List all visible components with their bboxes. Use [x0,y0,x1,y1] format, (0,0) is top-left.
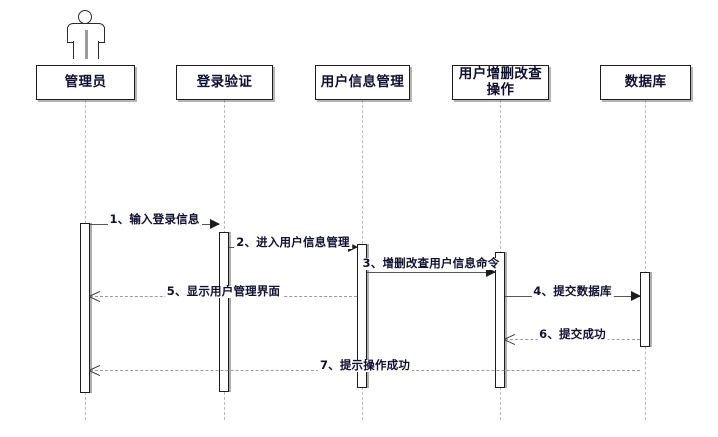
activation-bar-db [640,272,650,347]
participant-label-login: 登录验证 [196,73,253,90]
message-label-1: 1、输入登录信息 [107,212,202,226]
participant-label-crud: 用户增删改查操作 [458,65,543,98]
message-label-4: 4、提交数据库 [531,284,614,298]
actor-head-icon [78,10,92,24]
arrowhead-open-icon [89,291,100,302]
actor-left-arm-icon [67,27,75,43]
activation-bar-userinfo [357,244,367,388]
message-line-3 [367,272,495,273]
participant-box-login[interactable]: 登录验证 [176,65,273,100]
message-label-7: 7、提示操作成功 [317,358,413,372]
participant-box-crud[interactable]: 用户增删改查操作 [452,65,549,100]
actor-leg-divider-icon [85,30,88,59]
activation-bar-admin [80,223,90,393]
activation-bar-crud [495,252,505,388]
arrowhead-filled-icon [486,267,496,277]
administrator-actor-icon [64,8,108,60]
participant-box-userinfo[interactable]: 用户信息管理 [315,65,410,100]
message-label-3: 3、增删改查用户信息命令 [360,256,502,270]
lifeline-db [644,100,646,420]
participant-label-admin: 管理员 [64,73,107,90]
arrowhead-open-icon [89,365,100,376]
participant-label-db: 数据库 [624,73,667,90]
activation-bar-login [219,232,229,392]
arrowhead-open-icon [504,334,515,345]
participant-label-userinfo: 用户信息管理 [320,73,405,90]
participant-box-admin[interactable]: 管理员 [36,65,135,100]
message-label-2: 2、进入用户信息管理 [234,235,352,249]
message-label-6: 6、提交成功 [537,327,608,341]
participant-box-db[interactable]: 数据库 [600,65,691,100]
actor-right-arm-icon [97,27,105,43]
arrowhead-filled-icon [348,242,358,252]
arrowhead-filled-icon [210,219,220,229]
arrowhead-filled-icon [631,291,641,301]
message-label-5: 5、显示用户管理界面 [164,284,283,298]
